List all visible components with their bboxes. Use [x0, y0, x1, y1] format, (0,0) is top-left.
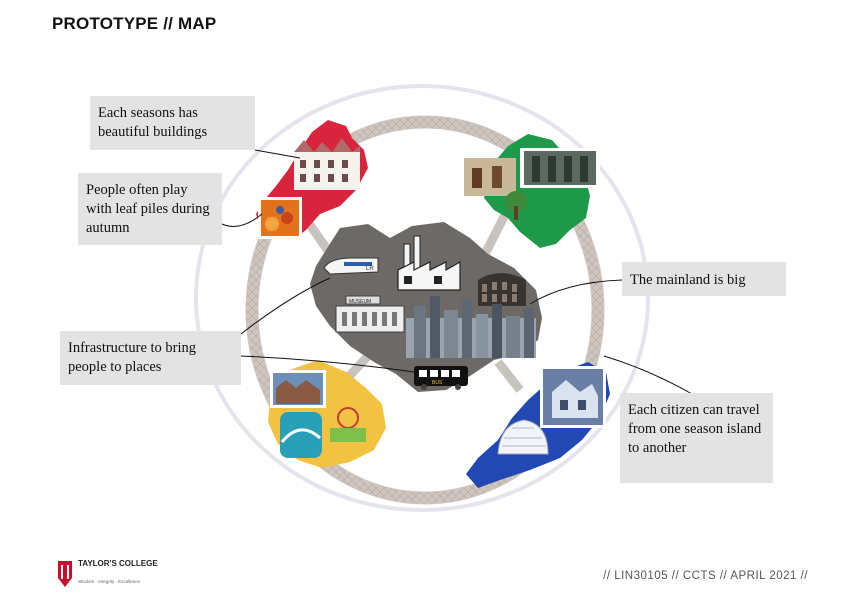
callout-buildings: Each seasons has beautiful buildings	[90, 96, 255, 150]
logo-name: TAYLOR'S COLLEGE	[78, 559, 158, 568]
callout-mainland: The mainland is big	[622, 262, 786, 296]
bus: BUS	[414, 366, 468, 390]
leader-leaf	[221, 213, 263, 227]
callout-leaf-piles: People often play with leaf piles during…	[78, 173, 222, 245]
government-building: MUSEUM	[335, 295, 405, 333]
train-label: LR	[366, 266, 374, 272]
college-crest-icon	[58, 561, 72, 587]
autumn-buildings	[294, 138, 360, 190]
outer-halo-ring	[194, 84, 650, 512]
leader-travel	[603, 355, 693, 395]
travel-ring-weave	[246, 116, 604, 504]
summer-photos	[270, 370, 366, 458]
leader-buildings	[254, 149, 301, 159]
bus-label: BUS	[432, 380, 443, 386]
bridge-winter	[494, 359, 524, 393]
spring-photos	[464, 148, 600, 220]
leader-mainland	[529, 279, 623, 305]
winter-photos	[497, 366, 606, 455]
callout-travel: Each citizen can travel from one season …	[620, 393, 773, 483]
leader-infra-train	[240, 277, 331, 335]
logo-tagline: Wisdom · Integrity · Excellence	[78, 579, 141, 584]
city-skyline	[406, 296, 536, 358]
factory	[397, 235, 461, 291]
colosseum	[478, 273, 526, 306]
train: LR	[323, 257, 379, 275]
page-title: PROTOTYPE // MAP	[52, 14, 217, 33]
callout-infrastructure: Infrastructure to bring people to places	[60, 331, 241, 385]
college-logo: TAYLOR'S COLLEGE Wisdom · Integrity · Ex…	[57, 557, 167, 597]
building-sign: MUSEUM	[349, 299, 371, 305]
leaf-pile-photo	[258, 197, 302, 239]
leader-infra-bus	[240, 355, 415, 373]
footer-reference: // LIN30105 // CCTS // APRIL 2021 //	[603, 570, 808, 582]
